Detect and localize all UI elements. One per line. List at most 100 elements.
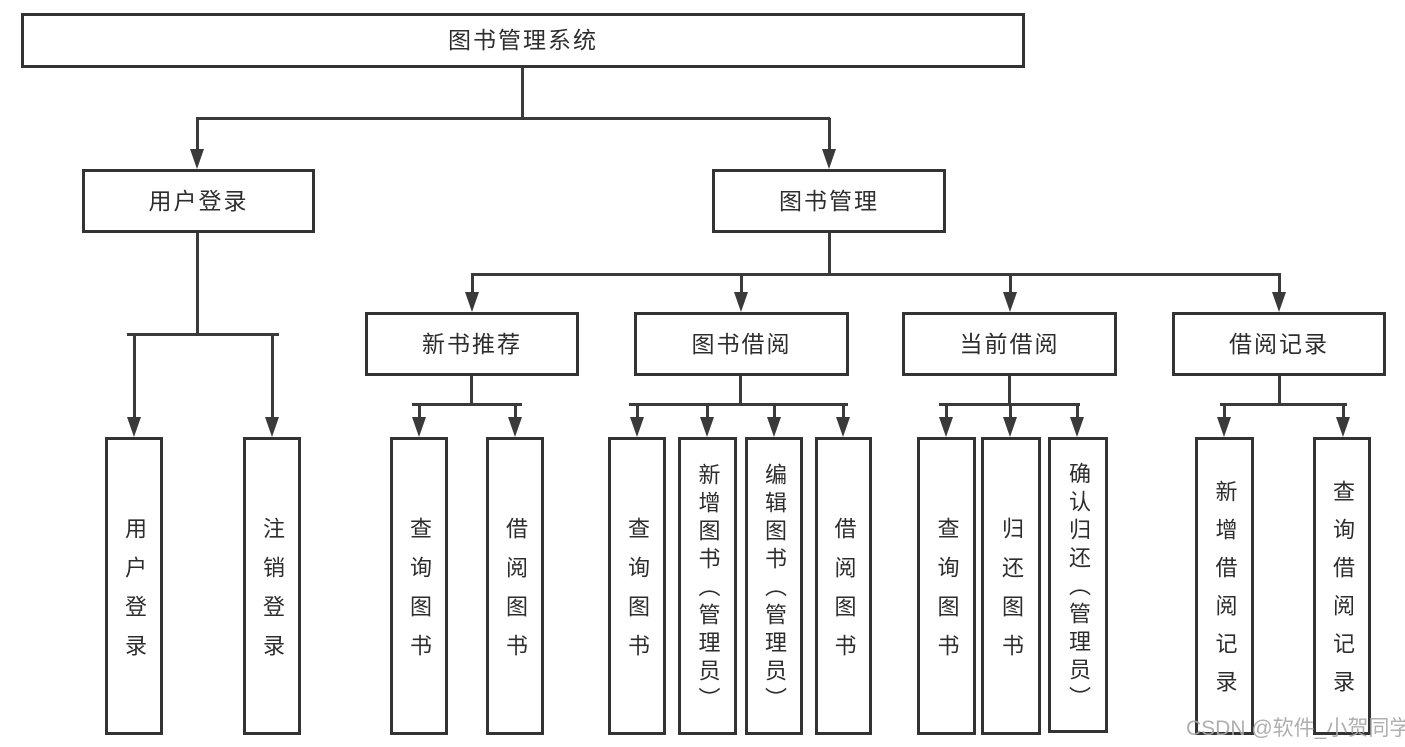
arrow-down-icon: [700, 417, 714, 437]
arrow-shaft: [1341, 406, 1345, 423]
arrow-down-icon: [1003, 417, 1017, 437]
arrow-down-icon: [190, 149, 204, 169]
arrow-down-icon: [630, 417, 644, 437]
arrow-shaft: [470, 275, 474, 298]
arrow-shaft: [944, 406, 948, 423]
connector-arrow: [465, 275, 479, 312]
arrow-down-icon: [822, 149, 836, 169]
connector-arrow: [734, 275, 748, 312]
leaf-borrow-books-recommend-label: 借阅图书: [503, 516, 528, 673]
leaf-add-books-admin: 新增图书（管理员）: [678, 437, 737, 735]
arrow-shaft: [417, 406, 421, 423]
arrow-shaft: [1008, 406, 1012, 423]
node-book-management-label: 图书管理: [779, 187, 879, 214]
node-root: 图书管理系统: [21, 13, 1025, 68]
connector-line: [629, 403, 848, 406]
arrow-shaft: [841, 406, 845, 423]
arrow-shaft: [513, 406, 517, 423]
connector-arrow: [822, 118, 836, 169]
connector-arrow: [1336, 406, 1350, 437]
leaf-return-books-label: 归还图书: [999, 516, 1024, 673]
node-book-management: 图书管理: [712, 169, 946, 233]
arrow-down-icon: [127, 417, 141, 437]
arrow-down-icon: [465, 292, 479, 312]
connector-arrow: [1003, 406, 1017, 437]
node-borrow-records-label: 借阅记录: [1229, 330, 1329, 357]
connector-line: [1220, 403, 1347, 406]
leaf-borrow-books-recommend: 借阅图书: [486, 437, 544, 735]
leaf-query-books-current-label: 查询图书: [934, 516, 960, 673]
node-current-borrow: 当前借阅: [902, 312, 1117, 376]
leaf-query-books-borrow: 查询图书: [608, 437, 666, 735]
connector-arrow: [1003, 275, 1017, 312]
arrow-shaft: [705, 406, 709, 423]
arrow-shaft: [270, 336, 274, 423]
connector-line: [521, 68, 524, 120]
connector-line: [1278, 376, 1281, 406]
arrow-down-icon: [939, 417, 953, 437]
node-borrow-records: 借阅记录: [1172, 312, 1386, 376]
connector-line: [412, 403, 522, 406]
arrow-shaft: [1008, 275, 1012, 298]
connector-arrow: [265, 336, 279, 437]
connector-line: [470, 376, 473, 406]
arrow-down-icon: [1336, 417, 1350, 437]
connector-line: [939, 403, 1080, 406]
leaf-edit-books-admin: 编辑图书（管理员）: [745, 437, 803, 735]
node-user-login-label: 用户登录: [148, 187, 249, 214]
connector-line: [196, 233, 199, 336]
arrow-down-icon: [767, 417, 781, 437]
connector-arrow: [630, 406, 644, 437]
arrow-down-icon: [836, 417, 850, 437]
node-new-book-recommend-label: 新书推荐: [422, 330, 522, 357]
arrow-shaft: [739, 275, 743, 298]
connector-line: [196, 117, 830, 120]
connector-line: [1008, 376, 1011, 406]
leaf-borrow-books-label: 借阅图书: [831, 516, 857, 673]
leaf-confirm-return-admin: 确认归还（管理员）: [1048, 437, 1108, 733]
connector-arrow: [412, 406, 426, 437]
csdn-watermark: CSDN @软件_小贺同学: [1186, 717, 1405, 740]
leaf-return-books: 归还图书: [981, 437, 1041, 735]
arrow-shaft: [772, 406, 776, 423]
connector-arrow: [127, 336, 141, 437]
arrow-shaft: [195, 118, 199, 155]
connector-arrow: [767, 406, 781, 437]
connector-line: [471, 273, 1281, 276]
leaf-query-books-recommend: 查询图书: [390, 437, 448, 735]
connector-arrow: [190, 118, 204, 169]
leaf-add-books-admin-label: 新增图书（管理员）: [695, 463, 721, 715]
node-current-borrow-label: 当前借阅: [959, 330, 1060, 357]
arrow-shaft: [1075, 406, 1079, 423]
arrow-shaft: [827, 118, 831, 155]
connector-arrow: [836, 406, 850, 437]
leaf-query-books-recommend-label: 查询图书: [407, 516, 432, 673]
leaf-logout: 注销登录: [243, 437, 301, 735]
leaf-confirm-return-admin-label: 确认归还（管理员）: [1066, 462, 1091, 714]
leaf-query-borrow-record-label: 查询借阅记录: [1330, 480, 1355, 708]
node-book-borrow: 图书借阅: [634, 312, 849, 376]
leaf-add-borrow-record: 新增借阅记录: [1195, 437, 1254, 735]
connector-arrow: [700, 406, 714, 437]
connector-line: [828, 233, 831, 276]
arrow-down-icon: [1003, 292, 1017, 312]
node-root-label: 图书管理系统: [448, 27, 598, 53]
arrow-down-icon: [1217, 417, 1231, 437]
leaf-query-borrow-record: 查询借阅记录: [1313, 437, 1371, 735]
arrow-down-icon: [734, 292, 748, 312]
leaf-edit-books-admin-label: 编辑图书（管理员）: [762, 463, 787, 715]
leaf-add-borrow-record-label: 新增借阅记录: [1212, 480, 1238, 708]
leaf-query-books-borrow-label: 查询图书: [625, 516, 650, 673]
node-user-login: 用户登录: [82, 169, 315, 233]
connector-arrow: [939, 406, 953, 437]
leaf-user-login-label: 用户登录: [122, 516, 147, 673]
node-new-book-recommend: 新书推荐: [365, 312, 579, 376]
leaf-borrow-books: 借阅图书: [815, 437, 872, 735]
node-book-borrow-label: 图书借阅: [691, 330, 792, 357]
leaf-query-books-current: 查询图书: [917, 437, 976, 735]
arrow-down-icon: [1272, 292, 1286, 312]
connector-arrow: [1272, 275, 1286, 312]
leaf-logout-label: 注销登录: [260, 516, 285, 673]
arrow-down-icon: [508, 417, 522, 437]
